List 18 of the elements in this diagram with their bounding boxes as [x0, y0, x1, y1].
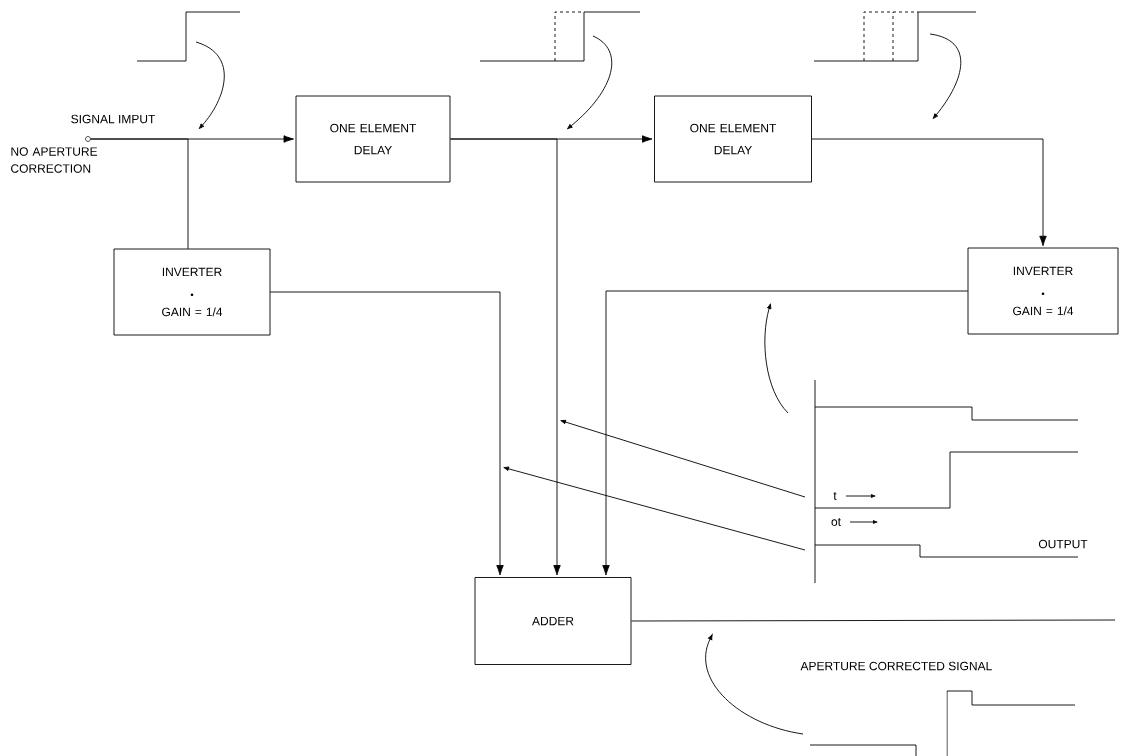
arrow	[602, 290, 969, 576]
arrow	[269, 291, 504, 576]
signal-line	[90, 138, 189, 250]
signal-label: APERTURE CORRECTED SIGNAL	[800, 661, 992, 671]
input-terminal	[85, 136, 91, 142]
signal-line	[631, 619, 1116, 622]
process-box: INVERTER GAIN = 1/4	[967, 247, 1119, 335]
process-box: ONE ELEMENT DELAY	[295, 95, 451, 183]
process-box: ADDER	[474, 577, 632, 665]
process-box: INVERTER GAIN = 1/4	[113, 248, 271, 336]
signal-label: t	[833, 492, 837, 500]
signal-label: ot	[831, 518, 841, 526]
process-box: ONE ELEMENT DELAY	[654, 95, 812, 183]
arrow	[450, 138, 561, 576]
input-caption: NO APERTURE CORRECTION	[11, 147, 98, 173]
arrow	[811, 138, 1047, 247]
signal-label: OUTPUT	[1038, 539, 1088, 549]
input-caption: SIGNAL IMPUT	[71, 114, 156, 124]
